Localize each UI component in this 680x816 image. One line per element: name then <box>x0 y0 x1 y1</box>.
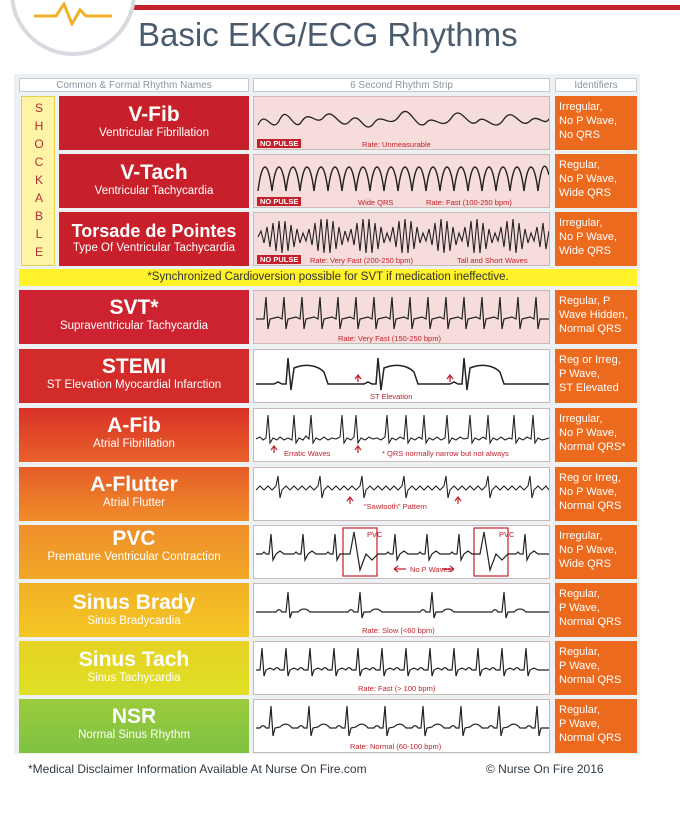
strip-nsr: Rate: Normal (60-100 bpm) <box>253 699 550 753</box>
identifiers-sinus-brady: Regular,P Wave,Normal QRS <box>555 583 637 637</box>
top-bar <box>0 0 680 16</box>
strip-caption: PVC <box>499 530 515 539</box>
strip-caption: Erratic Waves <box>284 449 331 458</box>
disclaimer-text: *Medical Disclaimer Information Availabl… <box>28 762 367 776</box>
rhythm-name-pvc: PVC Premature Ventricular Contraction <box>19 525 249 579</box>
shockable-letter: S <box>34 101 43 115</box>
no-pulse-badge: NO PULSE <box>257 197 302 206</box>
rhythm-name-svt: SVT* Supraventricular Tachycardia <box>19 290 249 344</box>
rhythm-name-nsr: NSR Normal Sinus Rhythm <box>19 699 249 753</box>
strip-caption: Rate: Unmeasurable <box>362 140 431 149</box>
rhythm-name-vfib: V-Fib Ventricular Fibrillation <box>59 96 249 150</box>
strip-torsade: NO PULSE Rate: Very Fast (200-250 bpm) T… <box>253 212 550 266</box>
strip-svt: Rate: Very Fast (150-250 bpm) <box>253 290 550 344</box>
shockable-letter: C <box>34 155 44 169</box>
no-pulse-badge: NO PULSE <box>257 139 302 148</box>
strip-caption: PVC <box>367 530 383 539</box>
rhythm-name-torsade: Torsade de Pointes Type Of Ventricular T… <box>59 212 249 266</box>
col-header-strip: 6 Second Rhythm Strip <box>253 78 550 92</box>
page-title: Basic EKG/ECG Rhythms <box>138 16 518 53</box>
identifiers-nsr: Regular,P Wave,Normal QRS <box>555 699 637 753</box>
shockable-letter: E <box>34 245 43 259</box>
rhythm-name-sinus-brady: Sinus Brady Sinus Bradycardia <box>19 583 249 637</box>
identifiers-vtach: Regular,No P Wave,Wide QRS <box>555 154 637 208</box>
no-pulse-badge: NO PULSE <box>257 255 302 264</box>
identifiers-stemi: Reg or Irreg,P Wave,ST Elevated <box>555 349 637 403</box>
strip-caption: * QRS normally narrow but not always <box>382 449 509 458</box>
rhythm-name-sinus-tach: Sinus Tach Sinus Tachycardia <box>19 641 249 695</box>
strip-caption: Wide QRS <box>358 198 394 207</box>
col-header-identifiers: Identifiers <box>555 78 637 92</box>
identifiers-vfib: Irregular,No P Wave,No QRS <box>555 96 637 150</box>
shockable-letter: B <box>34 209 43 223</box>
strip-pvc: PVC No P Waves PVC <box>253 525 550 579</box>
shockable-letter: O <box>34 137 44 151</box>
strip-caption: No P Waves <box>410 565 452 574</box>
rhythm-name-afib: A-Fib Atrial Fibrillation <box>19 408 249 462</box>
heartbeat-icon <box>34 2 112 26</box>
strip-afib: Erratic Waves * QRS normally narrow but … <box>253 408 550 462</box>
rhythm-name-stemi: STEMI ST Elevation Myocardial Infarction <box>19 349 249 403</box>
top-red-rule <box>120 5 680 10</box>
strip-stemi: ST Elevation <box>253 349 550 403</box>
strip-sinus-tach: Rate: Fast (> 100 bpm) <box>253 641 550 695</box>
shockable-label: S H O C K A B L E <box>21 96 55 266</box>
rhythm-name-aflutter: A-Flutter Atrial Flutter <box>19 467 249 521</box>
strip-sinus-brady: Rate: Slow (<60 bpm) <box>253 583 550 637</box>
strip-caption: ST Elevation <box>370 392 413 401</box>
shockable-letter: H <box>34 119 44 133</box>
strip-vtach: NO PULSE Wide QRS Rate: Fast (100-250 bp… <box>253 154 550 208</box>
strip-caption: Rate: Normal (60-100 bpm) <box>350 742 442 751</box>
identifiers-pvc: Irregular,No P Wave,Wide QRS <box>555 525 637 579</box>
strip-caption: Rate: Fast (> 100 bpm) <box>358 684 436 693</box>
logo <box>10 0 136 56</box>
col-header-names: Common & Formal Rhythm Names <box>19 78 249 92</box>
rhythm-name-vtach: V-Tach Ventricular Tachycardia <box>59 154 249 208</box>
identifiers-afib: Irregular,No P Wave,Normal QRS* <box>555 408 637 462</box>
strip-vfib: NO PULSE Rate: Unmeasurable <box>253 96 550 150</box>
strip-caption: "Sawtooth" Pattern <box>364 502 427 511</box>
cardioversion-banner: *Synchronized Cardioversion possible for… <box>19 269 637 286</box>
strip-caption: Rate: Fast (100-250 bpm) <box>426 198 512 207</box>
identifiers-torsade: Irregular,No P Wave,Wide QRS <box>555 212 637 266</box>
shockable-letter: A <box>34 191 43 205</box>
strip-caption: Rate: Slow (<60 bpm) <box>362 626 435 635</box>
shockable-letter: L <box>35 227 43 241</box>
strip-caption: Tall and Short Waves <box>457 256 528 265</box>
identifiers-sinus-tach: Regular,P Wave,Normal QRS <box>555 641 637 695</box>
copyright-text: © Nurse On Fire 2016 <box>486 762 604 776</box>
strip-aflutter: "Sawtooth" Pattern <box>253 467 550 521</box>
identifiers-aflutter: Reg or Irreg,No P Wave,Normal QRS <box>555 467 637 521</box>
strip-caption: Rate: Very Fast (150-250 bpm) <box>338 334 441 343</box>
strip-caption: Rate: Very Fast (200-250 bpm) <box>310 256 413 265</box>
shockable-letter: K <box>34 173 43 187</box>
